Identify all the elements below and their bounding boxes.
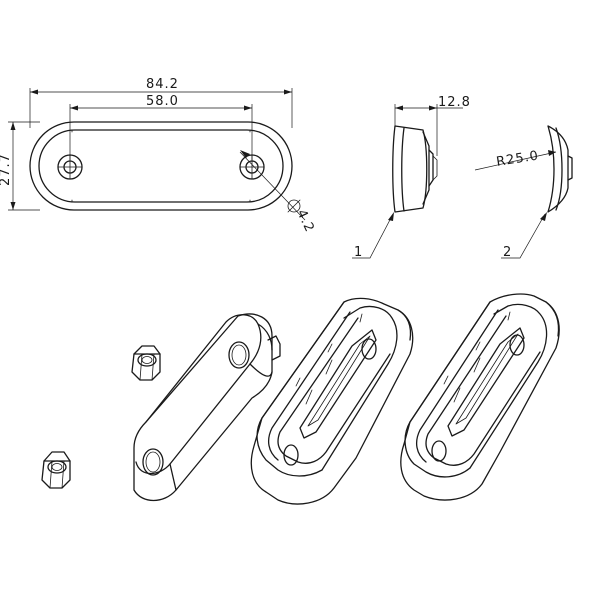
side-view-2: R25.0 2 <box>474 125 573 260</box>
dimension-hole-spacing: 58.0 <box>69 94 253 160</box>
hole-spacing-label: 58.0 <box>146 94 179 109</box>
depth-label: 12.8 <box>438 95 471 110</box>
lamp-housing-a <box>250 297 414 505</box>
callout-1-label: 1 <box>354 245 363 260</box>
lamp-housing-b <box>400 293 560 501</box>
overall-length-label: 84.2 <box>146 77 179 92</box>
hex-nut-lower <box>41 451 71 489</box>
radius-label: R25.0 <box>495 148 540 170</box>
hole-diameter-label: 4.2 <box>293 207 317 235</box>
height-label: 27.7 <box>0 153 13 186</box>
hex-nut-upper <box>131 345 161 381</box>
front-view <box>29 121 306 221</box>
dimension-overall-length: 84.2 <box>29 77 293 128</box>
callout-2-label: 2 <box>503 245 512 260</box>
side-view-1: 12.8 1 <box>352 95 471 260</box>
dimension-height: 27.7 <box>0 121 40 211</box>
mounting-plate <box>133 313 281 502</box>
